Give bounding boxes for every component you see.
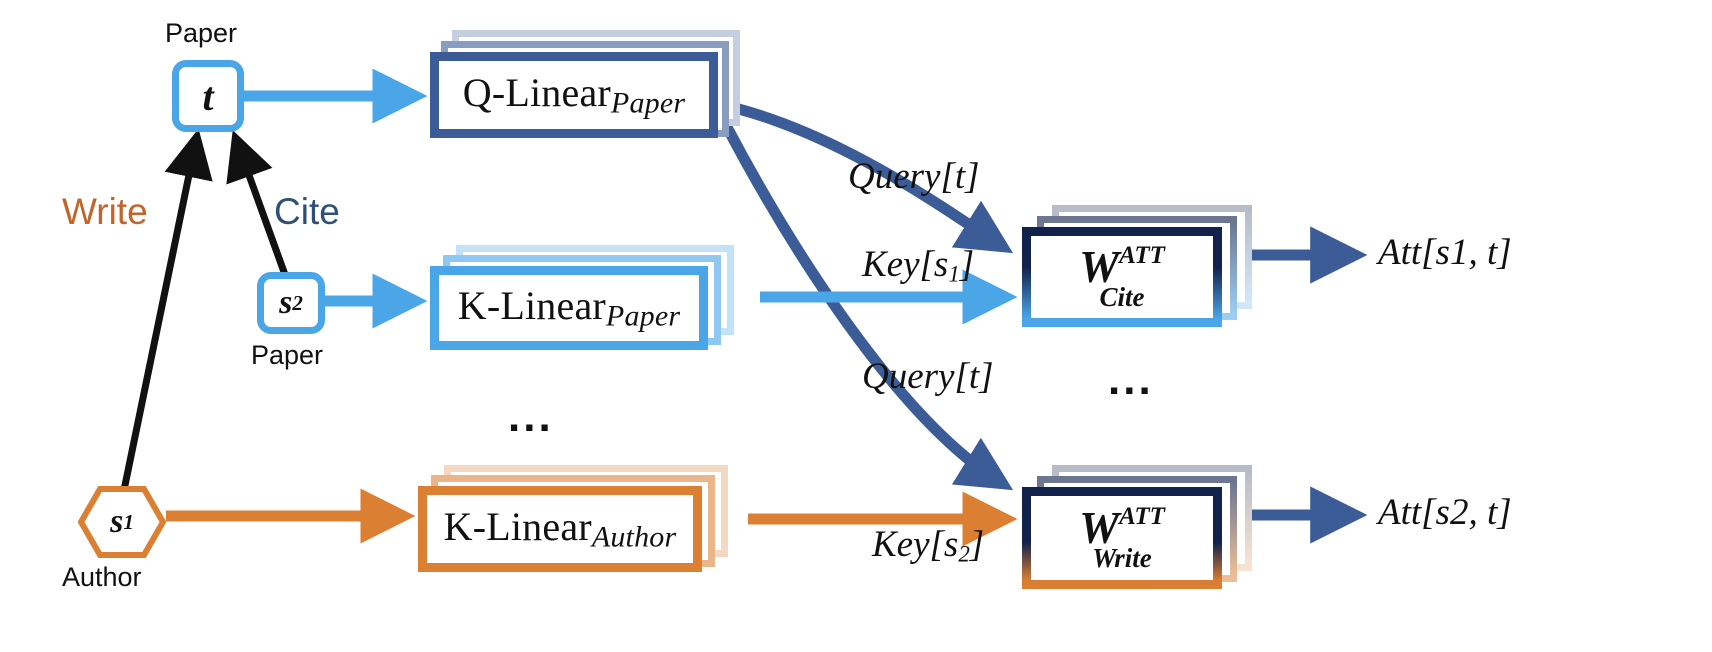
edge-label-key-s1: Key[s1]: [862, 244, 975, 287]
k-linear-author-box[interactable]: K-LinearAuthor: [418, 486, 702, 572]
q-linear-paper-label: Q-LinearPaper: [462, 70, 686, 120]
k-linear-author-label: K-LinearAuthor: [443, 504, 677, 554]
node-s1-sublabel: 1: [123, 509, 134, 534]
w-att-write-label: WATT Write: [1079, 502, 1165, 573]
relation-label-write: Write: [62, 191, 148, 232]
edge-label-key-s2: Key[s2]: [872, 524, 985, 567]
w-att-write-box[interactable]: WATT Write: [1022, 487, 1222, 589]
node-caption-s2: Paper: [251, 340, 324, 370]
node-caption-s1: Author: [62, 562, 142, 592]
edge-label-query-t-cite: Query[t]: [848, 156, 980, 197]
node-t-label: t: [202, 73, 214, 119]
ellipsis-left: ...: [508, 392, 554, 441]
w-att-write-stack[interactable]: WATT Write: [1022, 465, 1282, 597]
k-linear-author-stack[interactable]: K-LinearAuthor: [418, 465, 758, 580]
q-linear-paper-box[interactable]: Q-LinearPaper: [430, 52, 718, 138]
output-label-att-s1-t: Att[s1, t]: [1378, 232, 1512, 273]
k-linear-paper-box[interactable]: K-LinearPaper: [430, 266, 708, 350]
w-att-cite-label: WATT Cite: [1079, 241, 1165, 312]
output-label-att-s2-t: Att[s2, t]: [1378, 492, 1512, 533]
w-att-cite-stack[interactable]: WATT Cite: [1022, 205, 1282, 335]
k-linear-paper-label: K-LinearPaper: [457, 283, 681, 333]
q-linear-paper-stack[interactable]: Q-LinearPaper: [430, 30, 750, 140]
node-s2-sublabel: 2: [292, 290, 303, 315]
ellipsis-right: ...: [1108, 355, 1154, 404]
node-t[interactable]: t: [172, 60, 244, 132]
node-caption-t: Paper: [165, 18, 238, 48]
node-s1-label: s: [110, 503, 124, 540]
w-att-cite-box[interactable]: WATT Cite: [1022, 227, 1222, 327]
edge-label-query-t-write: Query[t]: [862, 356, 994, 397]
hexagon-shape: [78, 486, 166, 558]
node-s2-label: s: [279, 284, 293, 321]
relation-label-cite: Cite: [274, 191, 340, 232]
k-linear-paper-stack[interactable]: K-LinearPaper: [430, 245, 760, 355]
